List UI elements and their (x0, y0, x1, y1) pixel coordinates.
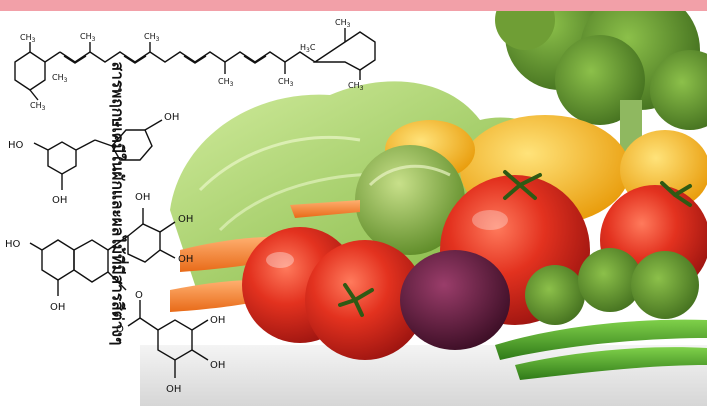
label-oh: OH (50, 302, 65, 313)
catechin-gallate-structure (29, 208, 209, 378)
chem-labels: CH3 CH3 CH3 CH3 CH3 CH3 CH3 CH3 H3C CH3 … (5, 18, 364, 395)
label-oh: OH (164, 112, 179, 123)
vertical-title: สารพฤกษเคมีในผักและผลไม้ที่มีสารสีต่างๆ (106, 2, 130, 404)
label-ch3: CH3 (30, 101, 46, 112)
label-ch3: CH3 (335, 18, 351, 29)
label-h3c: H3C (300, 43, 316, 54)
label-oh: OH (210, 360, 225, 371)
label-ch3: CH3 (218, 77, 234, 88)
top-banner-bar (0, 0, 707, 11)
label-oh: OH (178, 254, 193, 265)
label-ch3: CH3 (20, 33, 36, 44)
label-oh: OH (210, 315, 225, 326)
label-ho: HO (5, 239, 21, 250)
label-ch3: CH3 (278, 77, 294, 88)
label-oh: OH (135, 192, 150, 203)
label-oh: OH (52, 195, 67, 206)
label-ho: HO (8, 140, 24, 151)
title-text: สารพฤกษเคมีในผักและผลไม้ที่มีสารสีต่างๆ (108, 61, 127, 345)
label-ch3: CH3 (52, 73, 68, 84)
label-oh: OH (178, 214, 193, 225)
label-ch3: CH3 (144, 32, 160, 43)
label-o: O (135, 290, 143, 301)
label-oh: OH (166, 384, 181, 395)
beta-carotene-structure (14, 28, 376, 101)
label-ch3: CH3 (80, 32, 96, 43)
resveratrol-structure (33, 119, 163, 190)
label-ch3: CH3 (348, 81, 364, 92)
label-o: O (116, 324, 124, 335)
